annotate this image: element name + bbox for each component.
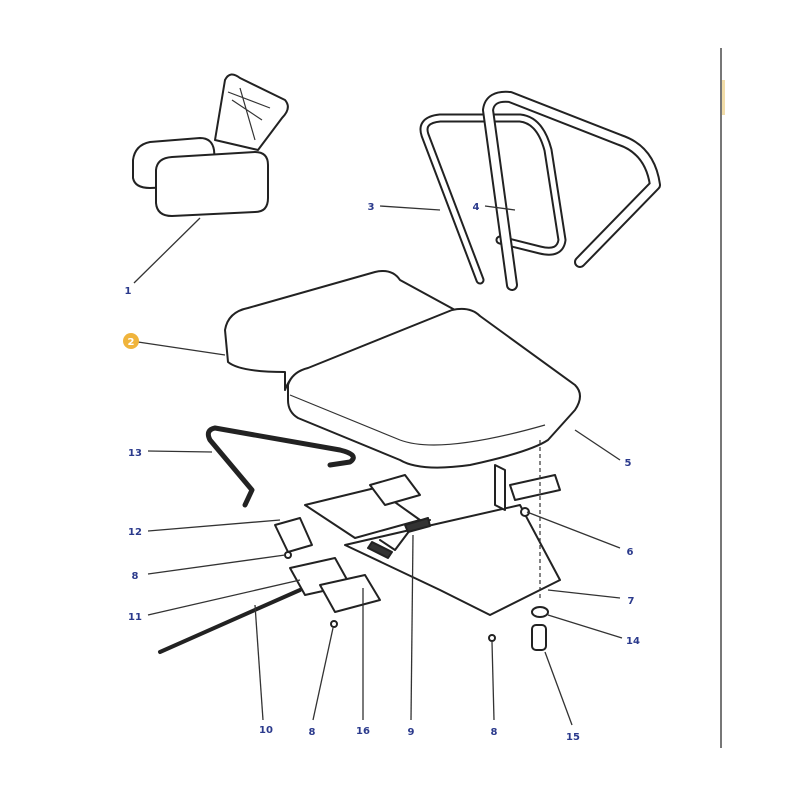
callout-8[interactable]: 8 — [309, 727, 316, 738]
part-large-seat — [224, 270, 581, 469]
callout-10[interactable]: 10 — [259, 725, 273, 736]
callout-labels: 1 2 3 4 5 13 12 6 8 7 11 14 10 8 16 9 8 … — [125, 202, 640, 743]
leader-lines — [133, 205, 623, 726]
callout-16[interactable]: 16 — [356, 726, 370, 737]
part-small-seat — [132, 73, 289, 217]
callout-4[interactable]: 4 — [473, 202, 480, 213]
part-tube-frames — [419, 90, 661, 291]
part-long-rod — [158, 588, 302, 654]
callout-3[interactable]: 3 — [368, 202, 375, 213]
callout-5[interactable]: 5 — [625, 458, 632, 469]
part-wire-rod — [205, 425, 356, 508]
callout-7[interactable]: 7 — [628, 596, 635, 607]
callout-13[interactable]: 13 — [128, 448, 142, 459]
part-fasteners — [284, 507, 549, 651]
page-divider — [720, 48, 722, 748]
divider-highlight — [722, 80, 725, 115]
callout-6[interactable]: 6 — [627, 547, 634, 558]
highlight-marker — [123, 333, 139, 349]
callout-11[interactable]: 11 — [128, 612, 142, 623]
callout-9[interactable]: 9 — [408, 727, 415, 738]
callout-14[interactable]: 14 — [626, 636, 640, 647]
callout-2[interactable]: 2 — [128, 337, 135, 348]
callout-12[interactable]: 12 — [128, 527, 142, 538]
callout-8[interactable]: 8 — [132, 571, 139, 582]
part-brackets — [274, 440, 561, 616]
callout-8[interactable]: 8 — [491, 727, 498, 738]
callout-15[interactable]: 15 — [566, 732, 580, 743]
callout-1[interactable]: 1 — [125, 286, 132, 297]
